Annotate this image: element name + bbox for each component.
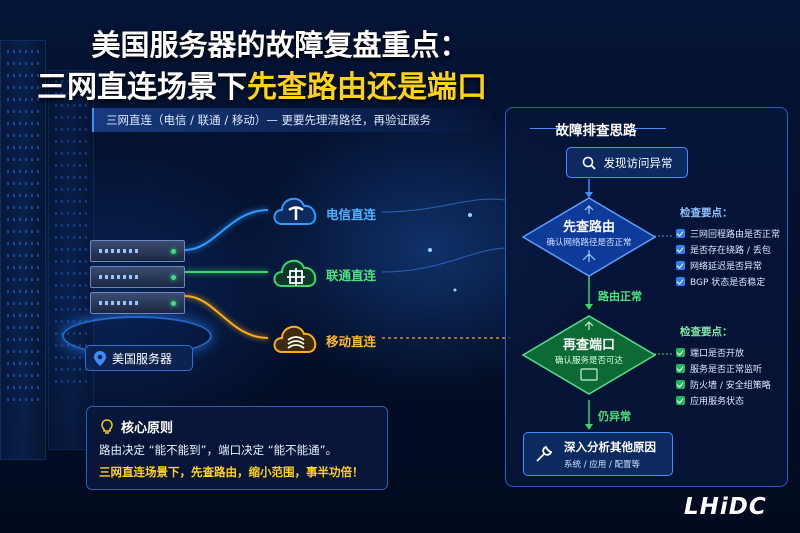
checklist-item-label: 防火墙 / 安全组策略 — [690, 380, 771, 391]
port-check-diamond — [521, 315, 657, 395]
route-checklist-heading: 检查要点： — [680, 207, 733, 219]
port-checklist-heading: 检查要点： — [680, 326, 733, 338]
china-mobile-icon — [273, 325, 317, 353]
port-check-subtitle: 确认服务是否可达 — [554, 356, 623, 366]
principle-line2: 三网直连场景下，先查路由，缩小范围，事半功倍！ — [99, 465, 364, 479]
server-rack-decoration — [0, 40, 46, 460]
checklist-item-label: 服务是否正常监听 — [690, 364, 763, 375]
principle-line1: 路由决定 “能不能到”，端口决定 “能不能通”。 — [99, 443, 338, 457]
search-icon — [582, 156, 596, 170]
carrier-label-mobile: 移动直连 — [326, 334, 377, 349]
route-check-subtitle: 确认网络路径是否正常 — [546, 238, 632, 248]
checklist-item: 三网回程路由是否正常 — [676, 225, 786, 241]
checkbox-icon — [676, 260, 685, 270]
flow-title: 故障排查思路 — [555, 123, 637, 139]
end-node-subtitle: 系统 / 应用 / 配置等 — [564, 459, 641, 470]
checkbox-icon — [676, 244, 685, 254]
checkbox-icon — [676, 347, 685, 357]
server-location-badge: 美国服务器 — [85, 345, 193, 371]
carrier-label-telecom: 电信直连 — [326, 207, 377, 222]
end-node: 深入分析其他原因 系统 / 应用 / 配置等 — [523, 432, 673, 476]
title-prefix: 三网直连场景下 — [37, 70, 247, 105]
server-label: 美国服务器 — [112, 351, 173, 366]
subtitle-banner: 三网直连（电信 / 联通 / 移动）— 更要先理清路径，再验证服务 — [92, 108, 492, 132]
checklist-item: 服务是否正常监听 — [676, 360, 786, 376]
principle-header: 核心原则 — [99, 417, 375, 436]
checklist-item: 网络延迟是否异常 — [676, 257, 786, 273]
checklist-item: 端口是否开放 — [676, 344, 786, 360]
checklist-item: BGP 状态是否稳定 — [676, 273, 786, 289]
brand-logo: LHiDC — [684, 494, 767, 520]
page-title-line1: 美国服务器的故障复盘重点： — [91, 28, 469, 62]
server-stack-icon — [90, 240, 185, 318]
port-check-title: 再查端口 — [562, 338, 615, 353]
china-telecom-icon — [273, 197, 317, 225]
checkbox-icon — [676, 395, 685, 405]
still-abnormal-label: 仍异常 — [598, 410, 631, 423]
checklist-item: 应用服务状态 — [676, 392, 786, 408]
checklist-item-label: 是否存在绕路 / 丢包 — [690, 245, 771, 256]
server-unit — [90, 240, 185, 262]
troubleshooting-flow-panel: 故障排查思路 发现访问异常 先查路由 确认网络路径是否正常 检查要点： 三网回程… — [505, 107, 788, 487]
route-check-title: 先查路由 — [562, 220, 615, 235]
route-checklist: 检查要点： 三网回程路由是否正常 是否存在绕路 / 丢包 网络延迟是否异常 BG… — [676, 205, 786, 289]
carrier-label-unicom: 联通直连 — [326, 268, 377, 283]
core-principle-card: 核心原则 路由决定 “能不能到”，端口决定 “能不能通”。 三网直连场景下，先查… — [86, 406, 388, 490]
title-divider-left — [530, 128, 564, 129]
checkbox-icon — [676, 379, 685, 389]
page-title-line2: 三网直连场景下先查路由还是端口 — [0, 62, 582, 106]
checklist-item-label: BGP 状态是否稳定 — [690, 277, 766, 288]
port-checklist: 检查要点： 端口是否开放 服务是否正常监听 防火墙 / 安全组策略 应用服务状态 — [676, 324, 786, 408]
checklist-item-label: 端口是否开放 — [690, 348, 745, 359]
server-unit — [90, 292, 185, 314]
start-node: 发现访问异常 — [566, 147, 688, 178]
checklist-item-label: 应用服务状态 — [690, 396, 745, 407]
route-ok-label: 路由正常 — [598, 290, 642, 303]
title-highlight: 先查路由还是端口 — [247, 70, 487, 105]
wrench-icon — [536, 445, 553, 462]
checklist-item: 防火墙 / 安全组策略 — [676, 376, 786, 392]
principle-heading: 核心原则 — [121, 421, 174, 436]
checklist-item-label: 网络延迟是否异常 — [690, 261, 763, 272]
china-unicom-icon — [273, 259, 317, 287]
checklist-item-label: 三网回程路由是否正常 — [690, 229, 781, 240]
end-node-title: 深入分析其他原因 — [564, 439, 656, 454]
checkbox-icon — [676, 363, 685, 373]
title-divider-right — [632, 128, 666, 129]
lightbulb-icon — [101, 418, 113, 434]
flow-arrows — [585, 179, 672, 430]
start-node-label: 发现访问异常 — [603, 155, 673, 170]
location-pin-icon — [94, 350, 106, 366]
checklist-item: 是否存在绕路 / 丢包 — [676, 241, 786, 257]
checkbox-icon — [676, 228, 685, 238]
checkbox-icon — [676, 276, 685, 286]
server-unit — [90, 266, 185, 288]
route-check-diamond — [521, 197, 657, 277]
